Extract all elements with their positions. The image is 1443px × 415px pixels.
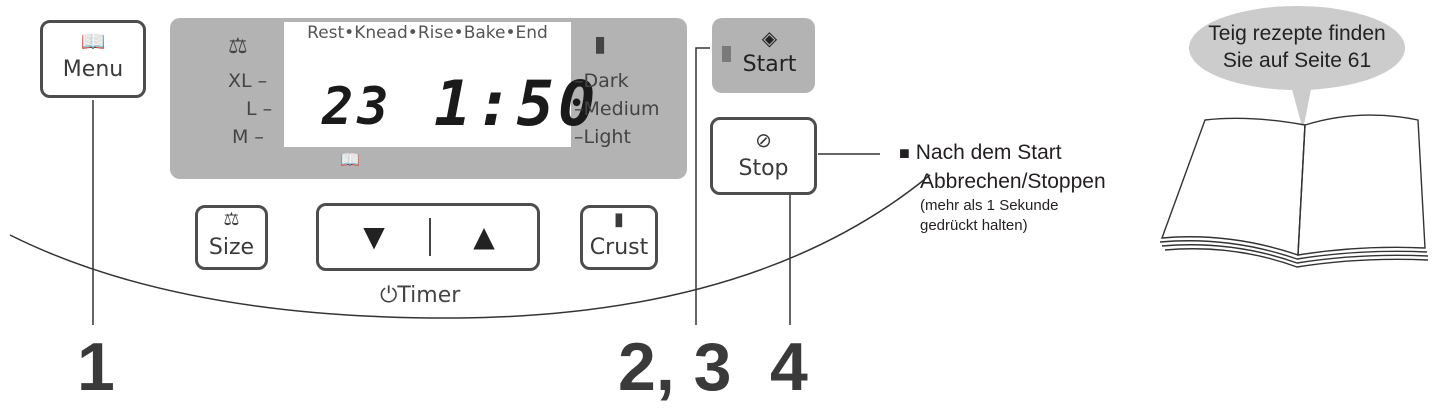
crust-button[interactable]: ▮ Crust xyxy=(580,205,658,270)
stop-note-line2: Abbrechen/Stoppen xyxy=(920,170,1106,193)
start-diamond-icon: ◈ xyxy=(761,26,778,50)
stop-button[interactable]: ⊘ Stop xyxy=(710,117,817,195)
callout-2-3: 2, 3 xyxy=(618,329,732,405)
weight-icon: ⚖ xyxy=(223,209,240,230)
square-bullet-icon: ■ xyxy=(899,143,910,163)
menu-number-readout: 23 xyxy=(322,77,393,137)
timer-up-button[interactable]: ▲ xyxy=(473,220,495,253)
start-led-indicator xyxy=(722,46,731,62)
book-icon: 📖 xyxy=(340,150,360,169)
size-label-xl: XL – xyxy=(228,70,268,92)
speech-bubble-tail xyxy=(1290,82,1312,130)
speech-bubble-text: Teig rezepte finden Sie auf Seite 61 xyxy=(1190,20,1404,74)
lcd-screen: 23 1:50 xyxy=(284,41,595,147)
bread-icon: ▮ xyxy=(594,32,607,57)
crust-label-dark: –Dark xyxy=(574,70,629,92)
timer-divider xyxy=(429,218,431,256)
size-button[interactable]: ⚖ Size xyxy=(195,205,268,270)
size-label-m: M – xyxy=(232,126,264,148)
stop-note-line1: Nach dem Start xyxy=(915,141,1062,164)
start-button-label: Start xyxy=(742,52,797,77)
stop-note-heading: ■ Nach dem Start xyxy=(899,138,1106,168)
panel-curve xyxy=(9,174,931,319)
stop-note-line4: gedrückt halten) xyxy=(920,217,1028,234)
size-label-l: L – xyxy=(246,98,273,120)
callout-4: 4 xyxy=(770,329,808,405)
crust-label-medium: –Medium xyxy=(574,98,660,120)
callout-1: 1 xyxy=(77,329,115,405)
timer-button-group: ▼ ▲ xyxy=(316,203,540,271)
timer-label-row: ⏻Timer xyxy=(380,283,460,308)
stop-circle-icon: ⊘ xyxy=(755,128,772,152)
open-book-illustration xyxy=(1159,114,1429,268)
stage-indicator: Rest•Knead•Rise•Bake•End xyxy=(284,22,571,44)
size-button-label: Size xyxy=(208,235,255,260)
time-readout: 1:50 xyxy=(434,67,600,140)
stop-note-line3: (mehr als 1 Sekunde xyxy=(920,197,1059,214)
crust-button-label: Crust xyxy=(589,235,649,260)
start-button[interactable]: ◈ Start xyxy=(712,18,815,93)
book-icon: 📖 xyxy=(80,29,106,53)
display-panel: Rest•Knead•Rise•Bake•End ⚖ XL – L – M – … xyxy=(170,18,687,179)
stop-note: ■ Nach dem Start Abbrechen/Stoppen (mehr… xyxy=(899,138,1106,236)
crust-label-light: –Light xyxy=(574,126,631,148)
speech-bubble-line1: Teig rezepte finden xyxy=(1208,22,1386,45)
menu-button-label: Menu xyxy=(62,57,124,82)
weight-icon: ⚖ xyxy=(228,34,248,59)
bread-icon: ▮ xyxy=(614,209,624,230)
clock-icon: ⏻ xyxy=(380,283,398,308)
speech-bubble-line2: Sie auf Seite 61 xyxy=(1222,49,1372,72)
timer-label: Timer xyxy=(397,283,461,308)
leader-start xyxy=(695,47,710,325)
menu-button[interactable]: 📖 Menu xyxy=(40,20,146,98)
stop-button-label: Stop xyxy=(738,156,789,181)
timer-down-button[interactable]: ▼ xyxy=(363,220,385,253)
speech-bubble xyxy=(1189,6,1405,90)
